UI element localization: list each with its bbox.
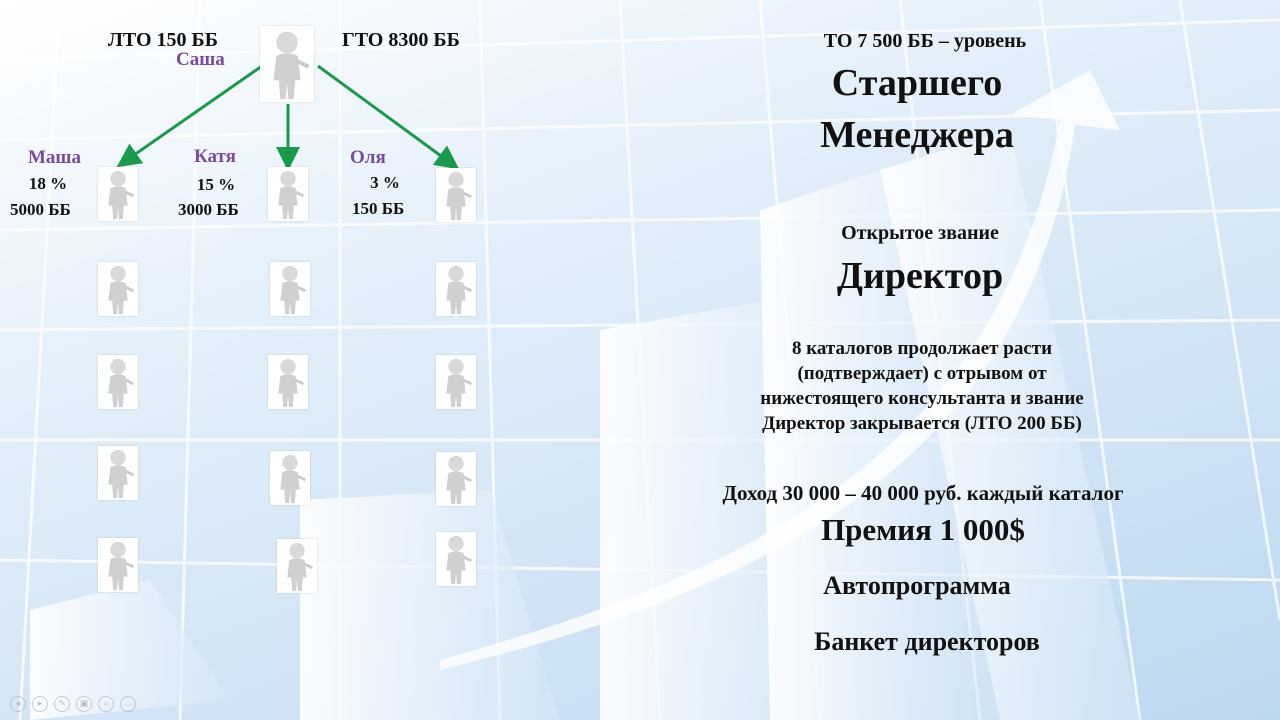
slide-control-icon[interactable]: ▸ (32, 696, 48, 712)
slide-control-icon[interactable]: ◂ (10, 696, 26, 712)
slide-control-icon[interactable]: ✎ (54, 696, 70, 712)
description: 8 каталогов продолжает расти (подтвержда… (700, 336, 1144, 436)
person-figure-icon (98, 538, 138, 592)
branch-percent-masha: 18 % (28, 174, 68, 193)
person-figure-icon (268, 355, 308, 409)
person-figure-icon (98, 446, 138, 500)
root-name: Саша (176, 49, 225, 70)
income-line: Доход 30 000 – 40 000 руб. каждый катало… (722, 481, 1124, 505)
person-figure-icon (268, 167, 308, 221)
branch-points-masha: 5000 ББ (10, 200, 71, 219)
rank-line-1: Старшего (831, 62, 1003, 104)
to-line: ТО 7 500 ББ – уровень (823, 30, 1027, 52)
slide-control-icon[interactable]: … (120, 696, 136, 712)
person-figure-icon (98, 167, 138, 221)
person-figure-icon (270, 451, 310, 505)
description-line: 8 каталогов продолжает расти (791, 338, 1053, 359)
branch-percent-olya: 3 % (370, 173, 400, 192)
branch-percent-katya: 15 % (196, 175, 236, 194)
person-figure-icon (436, 532, 476, 586)
gto-label: ГТО 8300 ББ (342, 29, 460, 51)
slide-control-icon[interactable]: ▣ (76, 696, 92, 712)
person-figure-icon (436, 168, 476, 222)
person-figure-icon (277, 539, 317, 593)
person-figure-icon (260, 26, 314, 102)
banquet-line: Банкет директоров (814, 627, 1040, 656)
person-figure-icon (270, 262, 310, 316)
description-line: нижестоящего консультанта и звание (760, 388, 1084, 410)
branch-name-katya: Катя (194, 146, 236, 167)
person-figure-icon (436, 355, 476, 409)
lto-label: ЛТО 150 ББ (108, 29, 218, 51)
open-title: Директор (836, 255, 1004, 297)
branch-points-katya: 3000 ББ (178, 200, 239, 219)
branch-name-masha: Маша (28, 147, 81, 168)
description-line: Директор закрывается (ЛТО 200 ББ) (762, 413, 1082, 435)
branch-name-olya: Оля (350, 147, 386, 168)
person-figure-icon (436, 262, 476, 316)
car-program: Автопрограмма (823, 571, 1011, 600)
description-line: (подтверждает) с отрывом от (797, 363, 1047, 385)
person-figure-icon (98, 262, 138, 316)
bonus-line: Премия 1 000$ (821, 512, 1025, 547)
branch-points-olya: 150 ББ (352, 199, 405, 218)
person-figure-icon (98, 355, 138, 409)
open-title-label: Открытое звание (841, 222, 999, 244)
slide-control-icon[interactable]: ⌕ (98, 696, 114, 712)
person-figure-icon (436, 452, 476, 506)
rank-line-2: Менеджера (820, 114, 1014, 156)
